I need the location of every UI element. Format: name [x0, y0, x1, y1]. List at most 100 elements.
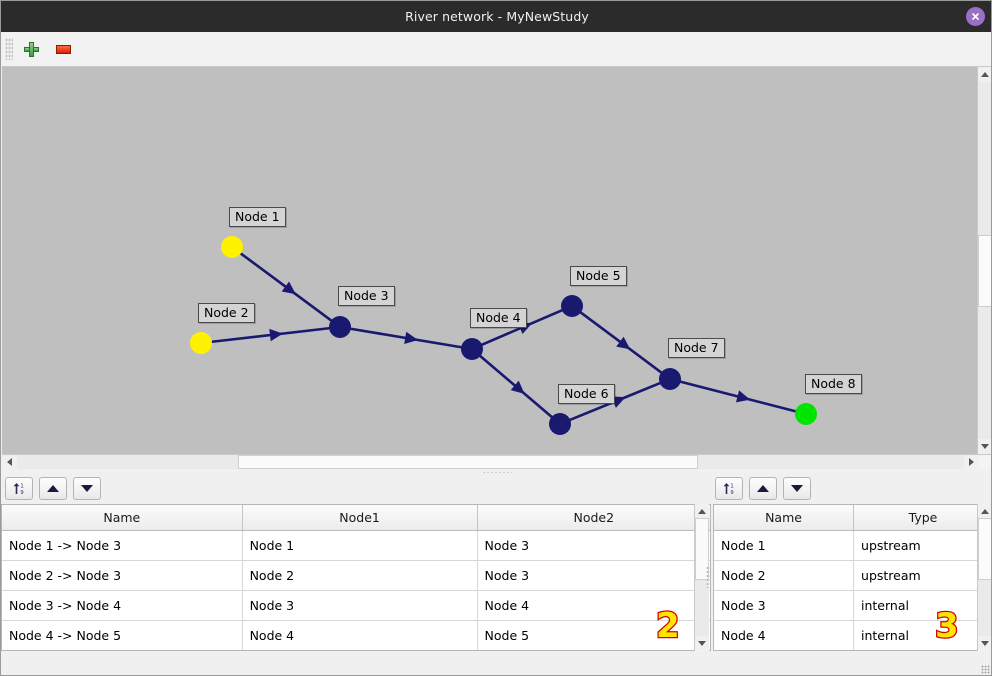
reach-vscroll-thumb[interactable]	[695, 518, 709, 580]
node-scroll-up-button[interactable]	[978, 504, 991, 518]
sort-icon: 1 9	[13, 482, 23, 496]
reach-scroll-up-button[interactable]	[695, 504, 709, 518]
column-header-node2[interactable]: Node2	[477, 505, 710, 531]
graph-node-node-5[interactable]	[561, 295, 583, 317]
table-cell[interactable]: upstream	[853, 530, 991, 561]
graph-node-label[interactable]: Node 7	[668, 338, 725, 359]
plus-icon	[23, 41, 39, 57]
graph-hscroll-thumb[interactable]	[238, 455, 698, 469]
graph-node-node-4[interactable]	[461, 338, 483, 360]
graph-vertical-scrollbar[interactable]	[977, 67, 991, 454]
node-move-up-button[interactable]	[749, 476, 777, 500]
graph-node-label[interactable]: Node 4	[470, 308, 527, 329]
tables-splitter-grip[interactable]	[706, 566, 711, 588]
graph-scroll-right-button[interactable]	[964, 455, 979, 469]
chevron-down-icon	[698, 640, 706, 646]
main-toolbar	[2, 32, 991, 67]
graph-scroll-left-button[interactable]	[2, 455, 17, 469]
graph-node-label[interactable]: Node 3	[338, 286, 395, 307]
column-header-name[interactable]: Name	[714, 505, 855, 531]
table-cell[interactable]: Node 1 -> Node 3	[2, 530, 243, 561]
toolbar-drag-handle[interactable]	[5, 38, 13, 60]
table-cell[interactable]: Node 3	[714, 590, 855, 621]
table-cell[interactable]: Node 2 -> Node 3	[2, 560, 243, 591]
node-sort-button[interactable]: 1 9	[715, 476, 743, 500]
table-cell[interactable]: Node 4	[714, 620, 855, 650]
table-cell[interactable]: Node 2	[242, 560, 478, 591]
graph-node-label[interactable]: Node 2	[198, 303, 255, 324]
panel-splitter[interactable]	[2, 469, 991, 476]
reach-scroll-down-button[interactable]	[695, 636, 709, 650]
table-cell[interactable]: Node 4	[477, 590, 710, 621]
graph-horizontal-scrollbar[interactable]	[2, 454, 991, 469]
graph-node-label[interactable]: Node 8	[805, 374, 862, 395]
table-cell[interactable]: Node 1	[714, 530, 855, 561]
chevron-down-icon	[981, 444, 989, 449]
table-cell[interactable]: Node 2	[714, 560, 855, 591]
chevron-left-icon	[7, 458, 12, 466]
table-cell[interactable]: Node 4	[242, 620, 478, 650]
reach-move-down-button[interactable]	[73, 476, 101, 500]
window-resize-grip[interactable]	[981, 665, 990, 674]
table-cell[interactable]: internal	[853, 620, 991, 650]
chevron-up-icon	[981, 72, 989, 77]
graph-node-node-1[interactable]	[221, 236, 243, 258]
graph-vscroll-thumb[interactable]	[978, 235, 991, 307]
arrow-down-icon	[791, 484, 803, 492]
graph-node-node-6[interactable]	[549, 413, 571, 435]
node-table-vertical-scrollbar[interactable]	[977, 504, 991, 651]
close-icon[interactable]	[966, 7, 985, 26]
table-cell[interactable]: Node 3	[242, 590, 478, 621]
column-header-type[interactable]: Type	[853, 505, 991, 531]
table-cell[interactable]: Node 3 -> Node 4	[2, 590, 243, 621]
graph-node-label[interactable]: Node 1	[229, 207, 286, 228]
graph-edge-arrow-icon	[281, 281, 296, 295]
table-cell[interactable]: Node 1	[242, 530, 478, 561]
table-cell[interactable]: Node 3	[477, 530, 710, 561]
edge-layer	[210, 251, 797, 422]
table-cell[interactable]: upstream	[853, 560, 991, 591]
graph-node-node-3[interactable]	[329, 316, 351, 338]
node-scroll-down-button[interactable]	[978, 636, 991, 650]
graph-scroll-up-button[interactable]	[978, 67, 991, 82]
graph-edge-arrow-icon	[510, 380, 525, 394]
node-move-down-button[interactable]	[783, 476, 811, 500]
svg-text:9: 9	[20, 490, 23, 496]
table-cell[interactable]: internal	[853, 590, 991, 621]
graph-node-node-7[interactable]	[659, 368, 681, 390]
graph-scroll-down-button[interactable]	[978, 439, 991, 454]
chevron-down-icon	[981, 640, 989, 646]
table-cell[interactable]: Node 3	[477, 560, 710, 591]
table-cell[interactable]: Node 5	[477, 620, 710, 650]
graph-node-label[interactable]: Node 6	[558, 384, 615, 405]
add-element-button[interactable]	[17, 35, 45, 63]
graph-edge-arrow-icon	[404, 331, 419, 344]
table-cell[interactable]: Node 4 -> Node 5	[2, 620, 243, 650]
remove-element-button[interactable]	[49, 35, 77, 63]
graph-node-node-2[interactable]	[190, 332, 212, 354]
graph-node-label[interactable]: Node 5	[570, 266, 627, 287]
reach-table-vertical-scrollbar[interactable]	[694, 504, 709, 651]
reach-move-up-button[interactable]	[39, 476, 67, 500]
column-header-node1[interactable]: Node1	[242, 505, 478, 531]
splitter-grip-icon	[482, 471, 512, 474]
node-vscroll-thumb[interactable]	[978, 518, 991, 580]
column-header-name[interactable]: Name	[2, 505, 243, 531]
network-diagram-canvas[interactable]: Node 1 Node 2 Node 3 Node 4 Node 5 Node 6 Node…	[2, 67, 977, 454]
graph-edge-arrow-icon	[269, 328, 283, 342]
node-table-toolbar: 1 9	[715, 474, 817, 502]
reach-sort-button[interactable]: 1 9	[5, 476, 33, 500]
graph-node-node-8[interactable]	[795, 403, 817, 425]
